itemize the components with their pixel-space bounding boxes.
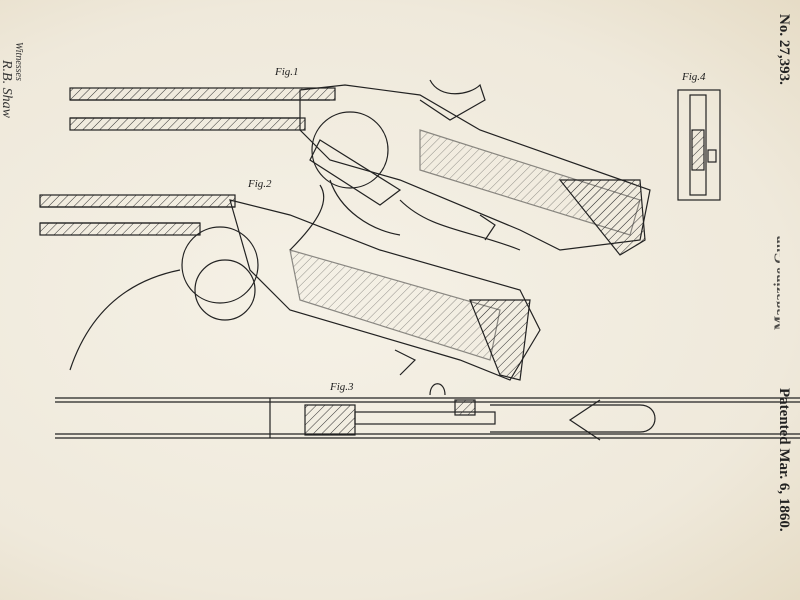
figure-3: Fig.3: [55, 381, 800, 440]
patent-date: Patented Mar. 6, 1860.: [775, 388, 792, 532]
patent-number: No. 27,393.: [775, 14, 792, 85]
figure-2: Fig.2: [40, 178, 540, 380]
fig4-label: Fig.4: [681, 71, 706, 83]
fig3-label: Fig.3: [329, 381, 354, 393]
witnesses-label: Witnesses: [13, 42, 24, 81]
witness-signature: R.B. Shaw: [0, 60, 14, 118]
fig2-label: Fig.2: [247, 178, 272, 190]
fig1-label: Fig.1: [274, 66, 299, 78]
figure-4: Fig.4: [678, 71, 720, 200]
